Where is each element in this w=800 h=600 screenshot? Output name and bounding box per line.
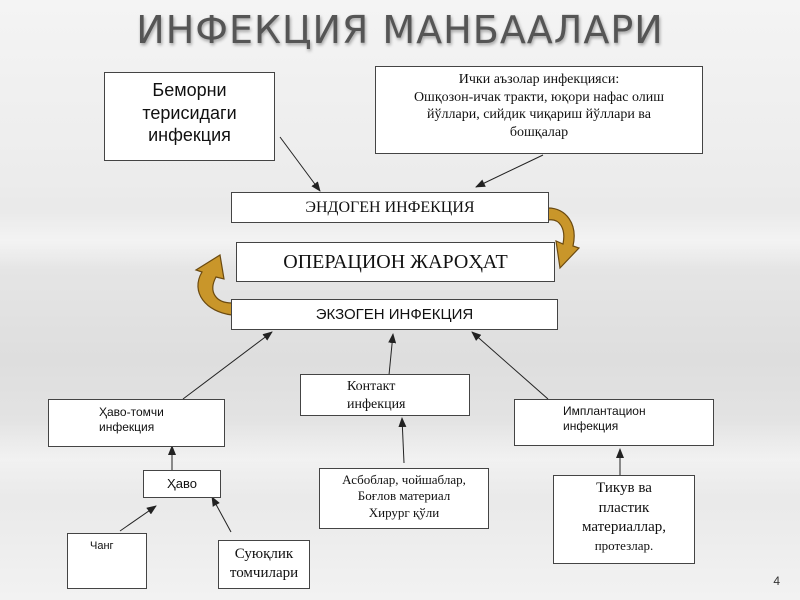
exogen-infection-box: ЭКЗОГЕН ИНФЕКЦИЯ bbox=[231, 299, 558, 330]
instruments-line-1: Асбоблар, чойшаблар, bbox=[342, 472, 466, 487]
sutures-line-2: пластик bbox=[598, 499, 650, 516]
arrow-contact-to-exogen bbox=[388, 333, 397, 376]
internal-line-3: йўллари, сийдик чиқариш йўллари ва bbox=[427, 107, 651, 122]
sutures-box: Тикув ва пластик материаллар, протезлар. bbox=[553, 475, 695, 564]
dust-box: Чанг bbox=[67, 533, 147, 589]
contact-infection-box: Контакт инфекция bbox=[300, 374, 470, 416]
airborne-line-1: Ҳаво-томчи bbox=[99, 405, 164, 419]
contact-line-1: Контакт bbox=[347, 379, 396, 394]
implant-infection-box: Имплантацион инфекция bbox=[514, 399, 714, 446]
operation-wound-box: ОПЕРАЦИОН ЖАРОҲАТ bbox=[236, 242, 555, 282]
internal-line-2: Ошқозон-ичак тракти, юқори нафас олиш bbox=[413, 89, 665, 105]
liquid-droplets-box: Суюқлик томчилари bbox=[218, 540, 310, 589]
instruments-line-2: Боғлов материал bbox=[357, 488, 451, 504]
dust-label: Чанг bbox=[90, 540, 114, 552]
arrow-implant-to-exogen bbox=[471, 331, 549, 400]
implant-line-1: Имплантацион bbox=[563, 404, 646, 418]
instruments-line-3: Хирург қўли bbox=[368, 504, 440, 520]
arrow-skin-to-endogen bbox=[279, 136, 321, 192]
arrow-internal-to-endogen bbox=[475, 154, 544, 188]
arrow-airborne-to-exogen bbox=[182, 331, 273, 400]
skin-infection-box: Беморни терисидаги инфекция bbox=[104, 72, 275, 161]
skin-line-2: терисидаги bbox=[142, 102, 237, 123]
instruments-box: Асбоблар, чойшаблар, Боғлов материал Хир… bbox=[319, 468, 489, 529]
wound-label: ОПЕРАЦИОН ЖАРОҲАТ bbox=[283, 251, 508, 273]
airborne-infection-box: Ҳаво-томчи инфекция bbox=[48, 399, 225, 447]
airborne-line-2: инфекция bbox=[99, 420, 155, 434]
air-label: Ҳаво bbox=[167, 476, 197, 491]
sutures-line-1: Тикув ва bbox=[596, 480, 652, 496]
internal-line-1: Ички аъзолар инфекцияси: bbox=[458, 72, 620, 87]
droplets-line-2: томчилари bbox=[229, 564, 299, 581]
skin-line-3: инфекция bbox=[148, 125, 231, 145]
implant-line-2: инфекция bbox=[563, 419, 619, 433]
arrow-instruments-to-contact bbox=[398, 417, 407, 464]
endogen-label: ЭНДОГЕН ИНФЕКЦИЯ bbox=[305, 199, 475, 216]
curved-arrow-right bbox=[547, 207, 581, 270]
exogen-label: ЭКЗОГЕН ИНФЕКЦИЯ bbox=[315, 306, 474, 323]
droplets-line-1: Суюқлик bbox=[234, 546, 294, 562]
internal-line-4: бошқалар bbox=[509, 124, 569, 140]
arrow-dust-to-air bbox=[119, 505, 157, 532]
sutures-line-4: протезлар. bbox=[594, 537, 654, 553]
internal-organs-infection-box: Ички аъзолар инфекцияси: Ошқозон-ичак тр… bbox=[375, 66, 703, 154]
arrow-droplets-to-air bbox=[211, 496, 232, 533]
sutures-line-3: материаллар, bbox=[581, 519, 667, 535]
page-title: ИНФЕКЦИЯ МАНБААЛАРИ bbox=[136, 8, 664, 52]
contact-line-2: инфекция bbox=[347, 396, 406, 412]
page-number: 4 bbox=[773, 574, 780, 588]
skin-line-1: Беморни bbox=[152, 80, 227, 100]
curved-arrow-left bbox=[194, 254, 233, 316]
endogen-infection-box: ЭНДОГЕН ИНФЕКЦИЯ bbox=[231, 192, 549, 223]
air-box: Ҳаво bbox=[143, 470, 221, 498]
